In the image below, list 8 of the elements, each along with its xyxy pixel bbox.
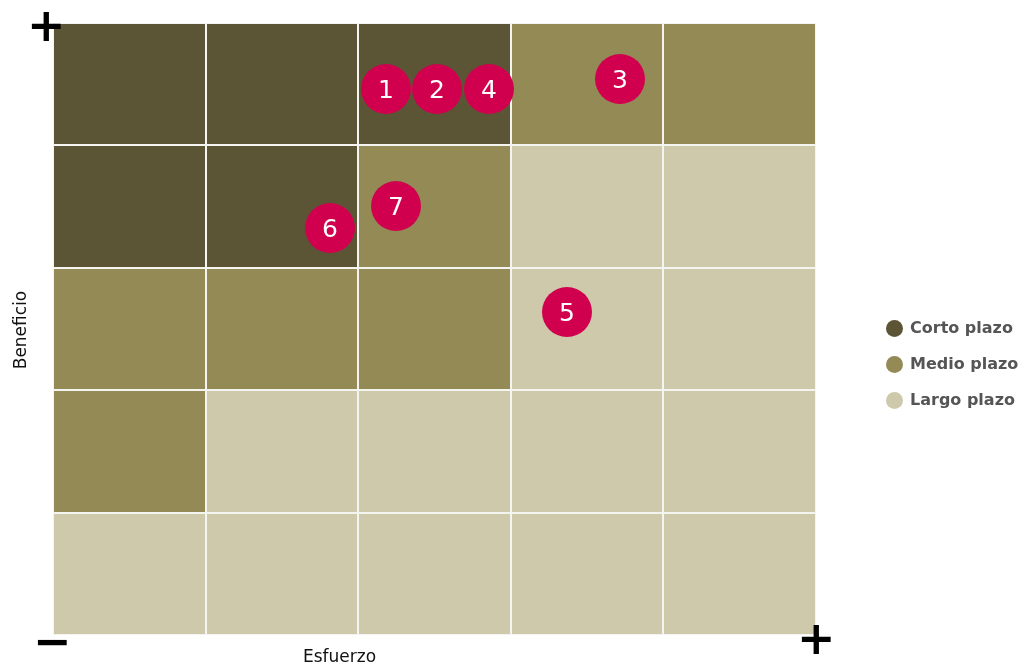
axis-title: Esfuerzo bbox=[303, 646, 377, 666]
axis-end-sign: + bbox=[27, 2, 66, 48]
axis-title: Beneficio bbox=[10, 290, 30, 370]
legend-label: Largo plazo bbox=[910, 390, 1015, 409]
axis-end-sign: + bbox=[797, 615, 836, 661]
axis-end-sign: − bbox=[33, 618, 72, 664]
legend-label: Corto plazo bbox=[910, 318, 1013, 337]
legend-label: Medio plazo bbox=[910, 354, 1018, 373]
